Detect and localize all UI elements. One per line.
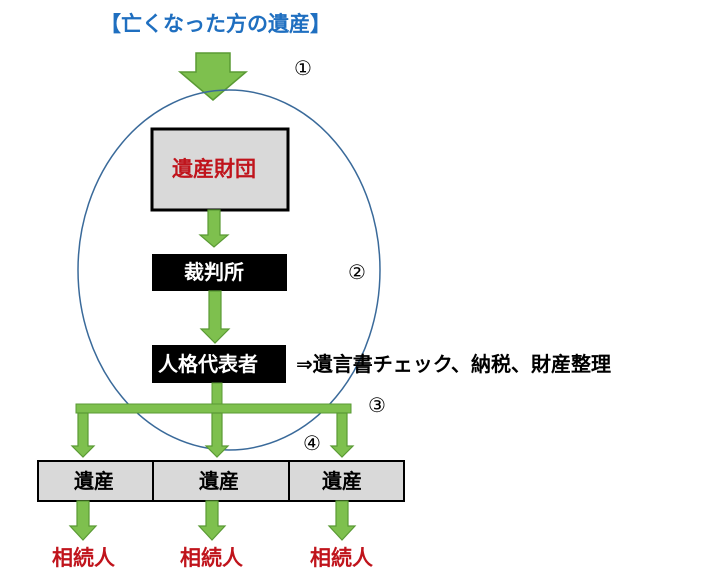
estate-cell-label-left: 遺産 (74, 469, 114, 493)
step-marker-2: ② (348, 260, 366, 284)
arrow-to-estate-middle (204, 412, 230, 458)
top-arrow (177, 52, 249, 101)
arrow-to-heir-middle (197, 500, 227, 541)
arrow-to-heir-left (68, 500, 98, 541)
representative-note: ⇒遺言書チェック、納税、財産整理 (296, 352, 611, 376)
estate-cell-label-right: 遺産 (322, 469, 362, 493)
court-label: 裁判所 (184, 260, 244, 284)
representative-box (152, 345, 286, 383)
estate-cell-left (37, 460, 154, 502)
estate-foundation-label: 遺産財団 (172, 157, 256, 181)
arrow-foundation-to-court (198, 209, 230, 248)
court-box (152, 254, 287, 291)
diagram-title: 【亡くなった方の遺産】 (100, 12, 331, 36)
arrow-to-estate-right (329, 412, 355, 458)
heir-label-middle: 相続人 (180, 546, 243, 570)
heir-label-left: 相続人 (52, 546, 115, 570)
distribution-bar (75, 403, 352, 414)
step-marker-1: ① (294, 56, 312, 80)
arrow-to-estate-left (70, 412, 96, 458)
estate-ellipse (77, 89, 381, 451)
arrow-to-heir-right (327, 500, 357, 541)
estate-cell-right (288, 460, 405, 502)
representative-label: 人格代表者 (158, 352, 258, 376)
distribution-stem (211, 382, 223, 405)
heir-label-right: 相続人 (310, 546, 373, 570)
estate-cell-label-middle: 遺産 (199, 469, 239, 493)
arrow-court-to-representative (199, 290, 231, 344)
step-marker-3: ③ (368, 393, 386, 417)
step-marker-4: ④ (303, 431, 321, 455)
